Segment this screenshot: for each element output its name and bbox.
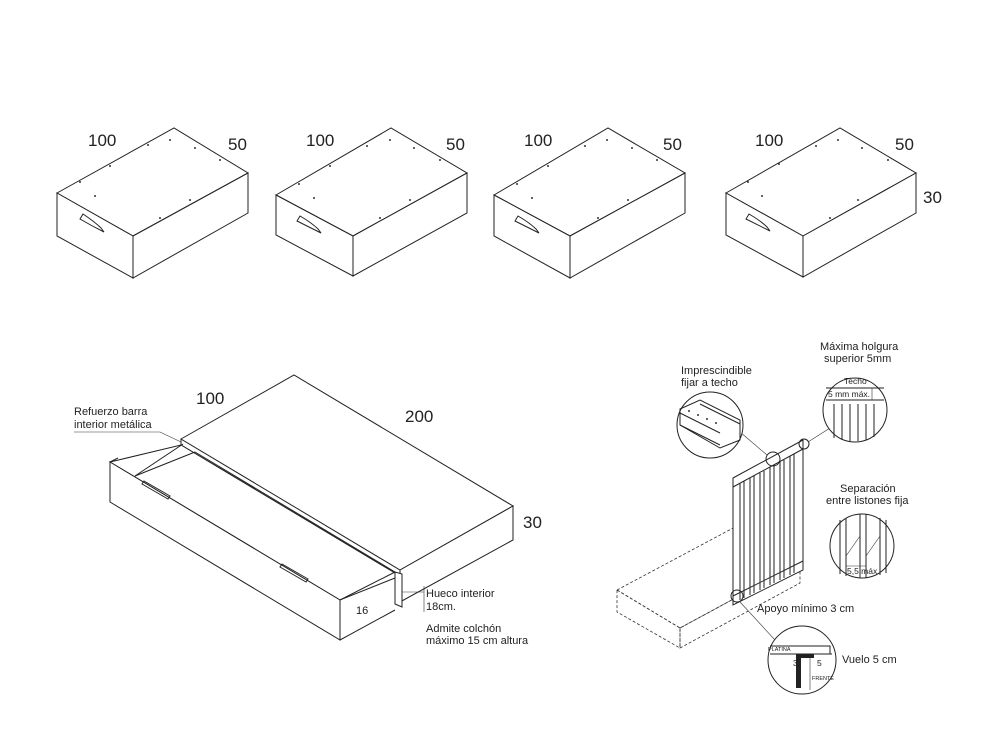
- clearance-value: 5 mm máx.: [828, 389, 870, 399]
- clearance-label-line2: superior 5mm: [824, 353, 891, 365]
- ceiling-fix-label-line2: fijar a techo: [681, 377, 738, 389]
- bed-length-label: 200: [405, 407, 433, 426]
- drawer-width-label: 100: [88, 131, 116, 150]
- mattress-label-line1: Admite colchón: [426, 623, 501, 635]
- drawer-depth-label: 16: [356, 605, 368, 617]
- support-dim: 3: [793, 658, 798, 668]
- drawer-handle-right: [279, 563, 309, 583]
- platina-label: PLATINA: [768, 647, 791, 653]
- front-label: FRENTE: [812, 676, 834, 682]
- bed-height-label: 30: [523, 513, 542, 532]
- spacing-value: 5,5 máx.: [847, 566, 880, 576]
- hollow-label-line2: 18cm.: [426, 601, 456, 613]
- ceiling-label: Techo: [844, 376, 867, 386]
- drawer-unit-4: 100 50 30: [724, 127, 942, 278]
- overhang-dim: 5: [817, 658, 822, 668]
- drawer-unit-2: 100 50: [274, 127, 469, 277]
- drawer-height-label: 30: [923, 188, 942, 207]
- drawer-handle: [745, 213, 771, 232]
- bed-width-label: 100: [196, 389, 224, 408]
- clearance-label-line1: Máxima holgura: [820, 341, 899, 353]
- support-label: Apoyo mínimo 3 cm: [757, 603, 854, 615]
- drawer-unit-3: 100 50: [492, 127, 687, 279]
- mattress-label-line2: máximo 15 cm altura: [426, 635, 529, 647]
- drawer-depth-label: 50: [446, 135, 465, 154]
- hollow-label-line1: Hueco interior: [426, 588, 495, 600]
- drawer-depth-label: 50: [228, 135, 247, 154]
- drawer-depth-label: 50: [895, 135, 914, 154]
- safety-rail-diagram: Imprescindible fijar a techo Techo 5 mm …: [616, 341, 909, 695]
- spacing-label-line1: Separación: [840, 483, 896, 495]
- rail-panel: [732, 439, 804, 606]
- reinforcement-label-line1: Refuerzo barra: [74, 406, 148, 418]
- overhang-label: Vuelo 5 cm: [842, 654, 897, 666]
- drawer-handle: [79, 213, 105, 233]
- drawer-unit-1: 100 50: [55, 127, 249, 279]
- drawer-width-label: 100: [524, 131, 552, 150]
- drawer-handle-left: [141, 480, 171, 500]
- detail-slat-spacing: 5,5 máx. Separación entre listones fija: [826, 483, 909, 579]
- detail-support: PLATINA 3 5 FRENTE Apoyo mínimo 3 cm Vue…: [757, 603, 897, 695]
- drawer-handle: [514, 215, 540, 234]
- drawer-handle: [296, 215, 322, 234]
- drawer-width-label: 100: [306, 131, 334, 150]
- drawer-width-label: 100: [755, 131, 783, 150]
- trundle-bed: 100 200 30 16 Refuerzo barra interior me…: [74, 374, 542, 647]
- detail-clearance: Techo 5 mm máx. Máxima holgura superior …: [820, 341, 899, 443]
- detail-ceiling-fix: Imprescindible fijar a techo: [676, 365, 752, 459]
- reinforcement-label-line2: interior metálica: [74, 419, 153, 431]
- drawer-depth-label: 50: [663, 135, 682, 154]
- spacing-label-line2: entre listones fija: [826, 495, 909, 507]
- ceiling-fix-label-line1: Imprescindible: [681, 365, 752, 377]
